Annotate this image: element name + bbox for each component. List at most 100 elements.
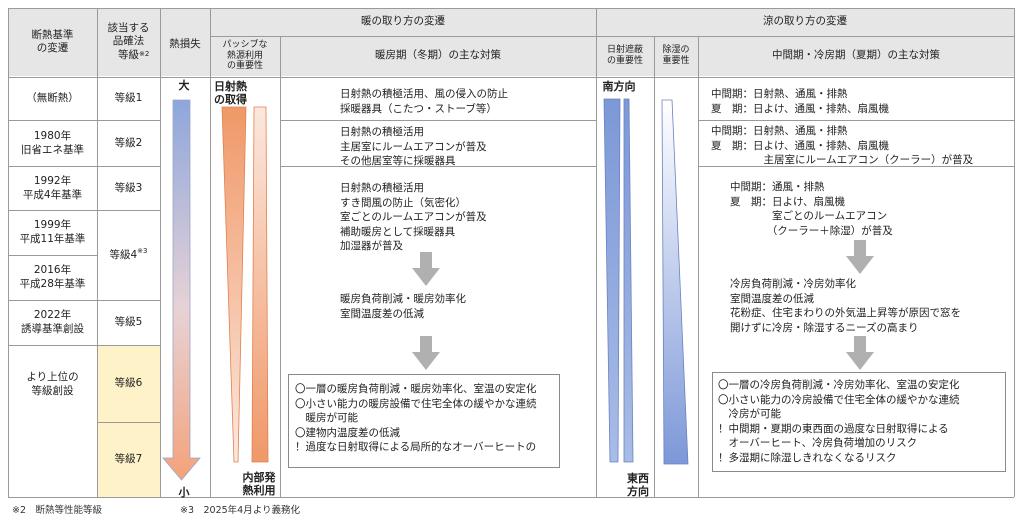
passive-wedges: [221, 106, 269, 463]
grade-cell: 等級3: [97, 167, 160, 210]
winter-measure: 日射熱の積極活用 すき間風の防止（気密化） 室ごとのルームエアコンが普及 補助暖…: [340, 182, 487, 252]
cool-wedges: [603, 98, 689, 465]
criteria-text: 2016年 平成28年基準: [19, 264, 86, 290]
criteria-text: （無断熱）: [26, 92, 79, 105]
winter-result-text: 〇一層の暖房負荷削減・暖房効率化、室温の安定化 〇小さい能力の暖房設備で住宅全体…: [295, 383, 537, 453]
grid-line: [8, 120, 160, 121]
down-arrow-icon: [412, 336, 440, 370]
header-heat-loss-text: 熱損失: [169, 38, 201, 50]
criteria-cell: 2022年 誘導基準創設: [8, 301, 97, 345]
criteria-text: より上位の 等級創設: [26, 371, 79, 397]
footnote-3: ※3 2025年4月より義務化: [180, 505, 301, 516]
grade-cell-4: 等級4※3: [97, 211, 160, 300]
grade-cell: 等級1: [97, 78, 160, 120]
grid-line: [8, 300, 160, 301]
grid-line: [8, 497, 1014, 498]
passive-top-label: 日射熱 の取得: [214, 80, 247, 106]
header-shading-text: 日射遮蔽 の重要性: [606, 45, 643, 66]
grid-line: [97, 8, 98, 497]
grade-text: 等級4: [109, 248, 138, 261]
heat-loss-arrow: [162, 99, 201, 481]
summer-measure: 中間期：日射熱、通風・排熱 夏 期：日よけ、通風・排熱、扇風機 主居室にルームエ…: [711, 125, 974, 166]
grid-line: [8, 210, 160, 211]
winter-measure: 日射熱の積極活用、風の侵入の防止 採暖器具（こたつ・ストーブ等）: [340, 88, 508, 115]
winter-result-box: 〇一層の暖房負荷削減・暖房効率化、室温の安定化 〇小さい能力の暖房設備で住宅全体…: [288, 374, 560, 468]
grid-line: [596, 8, 597, 497]
grade-cell: 等級2: [97, 121, 160, 166]
criteria-cell: （無断熱）: [8, 78, 97, 120]
grade4-note: ※3: [137, 246, 148, 255]
down-arrow-icon: [412, 252, 440, 286]
criteria-cell: より上位の 等級創設: [8, 346, 97, 424]
criteria-text: 1999年 平成11年基準: [19, 219, 86, 245]
heat-loss-top-label: 大: [178, 79, 190, 92]
header-passive-text: パッシブな 熱源利用 の重要性: [222, 39, 268, 72]
criteria-text: 1992年 平成4年基準: [22, 174, 83, 201]
grade-cell: 等級6: [97, 346, 160, 422]
grid-line: [280, 166, 596, 167]
summer-measure: 中間期：日射熱、通風・排熱 夏 期：日よけ、通風・排熱、扇風機: [711, 88, 889, 115]
grade-text: 等級5: [114, 316, 143, 329]
header-grade-law: 該当する 品確法 等級: [97, 8, 160, 76]
grid-line: [210, 36, 1014, 37]
summer-result-text: 〇一層の冷房負荷削減・冷房効率化、室温の安定化 〇小さい能力の冷房設備で住宅全体…: [718, 379, 960, 464]
header-summer-text: 中間期・冷房期（夏期）の主な対策: [772, 49, 940, 62]
grid-line: [698, 36, 699, 497]
header-warm-title-text: 暖の取り方の変遷: [361, 15, 445, 28]
grade-cell: 等級5: [97, 301, 160, 345]
grade-cell: 等級7: [97, 423, 160, 497]
heat-loss-bottom-label: 小: [178, 486, 190, 499]
grid-line: [654, 36, 655, 497]
shading-bottom-label: 東西 方向: [627, 472, 649, 498]
grade-text: 等級2: [114, 136, 143, 149]
header-shading: 日射遮蔽 の重要性: [596, 36, 654, 76]
grid-line: [8, 77, 1014, 78]
winter-measure: 暖房負荷削減・暖房効率化 室間温度差の低減: [340, 293, 466, 320]
shading-top-label: 南方向: [602, 80, 636, 93]
grid-line: [1014, 8, 1015, 497]
grade-highlight: [98, 345, 160, 497]
criteria-cell: 1992年 平成4年基準: [8, 167, 97, 210]
summer-measure: 冷房負荷削減・冷房効率化 室間温度差の低減 花粉症、住宅まわりの外気温上昇等が原…: [730, 278, 961, 334]
grade-text: 等級7: [114, 453, 143, 466]
header-cool-title: 涼の取り方の変遷: [596, 8, 1014, 36]
grid-line: [698, 166, 1014, 167]
grade-text: 等級1: [114, 92, 143, 105]
header-cool-title-text: 涼の取り方の変遷: [763, 15, 847, 28]
grade-text: 等級3: [114, 181, 143, 194]
header-dehumid-text: 除湿の 重要性: [662, 45, 690, 66]
winter-measure: 日射熱の積極活用 主居室にルームエアコンが普及 その他居室等に採暖器具: [340, 126, 487, 167]
footnote-2: ※2 断熱等性能等級: [12, 505, 103, 516]
criteria-cell: 2016年 平成28年基準: [8, 256, 97, 300]
criteria-text: 2022年 誘導基準創設: [21, 309, 84, 335]
header-winter-text: 暖房期（冬期）の主な対策: [375, 49, 501, 62]
header-passive: パッシブな 熱源利用 の重要性: [210, 36, 280, 76]
grid-line: [8, 345, 160, 346]
grid-line: [8, 8, 1014, 9]
grid-line: [8, 166, 160, 167]
header-grade-law-text: 該当する 品確法 等級: [107, 22, 150, 61]
grid-line: [8, 255, 97, 256]
down-arrow-icon: [846, 336, 874, 370]
grid-line: [210, 8, 211, 497]
criteria-cell: 1999年 平成11年基準: [8, 211, 97, 255]
header-summer: 中間期・冷房期（夏期）の主な対策: [698, 36, 1014, 76]
grade-text: 等級6: [114, 377, 143, 390]
criteria-cell: 1980年 旧省エネ基準: [8, 121, 97, 166]
header-heat-loss: 熱損失: [160, 8, 210, 76]
grid-line: [698, 120, 1014, 121]
grid-line: [280, 36, 281, 497]
criteria-text: 1980年 旧省エネ基準: [21, 129, 84, 156]
passive-bottom-label: 内部発 熱利用: [242, 471, 276, 497]
grid-line: [97, 422, 160, 423]
grid-line: [8, 8, 9, 497]
down-arrow-icon: [846, 240, 874, 274]
summer-measure: 中間期：通風・排熱 夏 期：日よけ、扇風機 室ごとのルームエアコン （クーラー＋…: [730, 181, 893, 237]
header-criteria-text: 断熱基準 の変遷: [31, 28, 74, 54]
header-grade-law-note: ※2: [139, 50, 150, 58]
header-warm-title: 暖の取り方の変遷: [210, 8, 596, 36]
summer-result-box: 〇一層の冷房負荷削減・冷房効率化、室温の安定化 〇小さい能力の冷房設備で住宅全体…: [712, 372, 1006, 472]
header-dehumid: 除湿の 重要性: [654, 36, 698, 76]
grid-line: [280, 120, 596, 121]
grid-line: [160, 8, 161, 497]
